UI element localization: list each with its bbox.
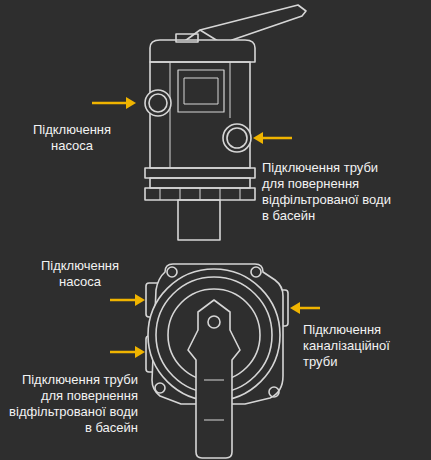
arrow (92, 102, 127, 105)
arrow-head (135, 346, 145, 358)
callout-label: Підключення насоса (30, 258, 130, 290)
callout-label: Підключення труби для повернення відфіль… (6, 372, 138, 436)
top-view-valve (146, 264, 288, 458)
arrow-head (135, 294, 145, 306)
callout-label: Підключення каналізаційної труби (303, 322, 411, 370)
arrow (262, 137, 292, 140)
arrow-head (126, 97, 136, 109)
arrow-head (253, 132, 263, 144)
arrow (110, 299, 136, 302)
arrows (92, 97, 320, 358)
callout-label: Підключення насоса (22, 122, 122, 154)
arrow (299, 307, 320, 310)
callout-label: Підключення труби для повернення відфіль… (262, 160, 396, 224)
arrow (110, 351, 136, 354)
arrow-head (290, 302, 300, 314)
